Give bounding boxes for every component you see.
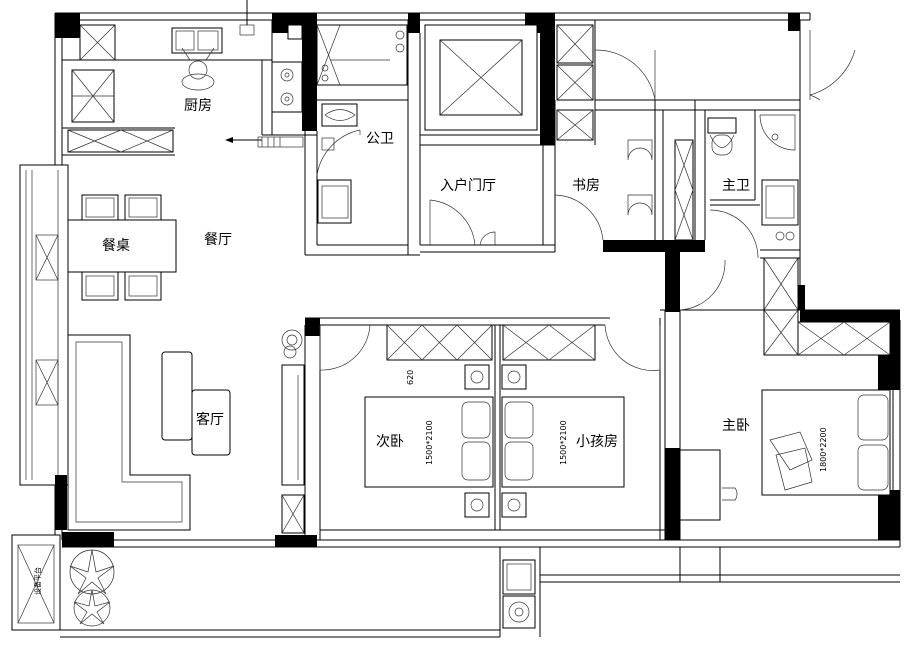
room-labels: 厨房 公卫 入户门厅 书房 主卫 餐厅 餐桌 客厅 次卧 小孩房 主卧 设备平台: [33, 98, 750, 595]
master-closet: [763, 257, 891, 356]
public-bath-fixtures: [316, 24, 408, 224]
dining-set: [35, 194, 177, 406]
label-child-room: 小孩房: [576, 434, 618, 450]
label-dining-room: 餐厅: [204, 232, 232, 248]
living-furniture: [67, 329, 305, 534]
structural-columns: [55, 13, 900, 547]
label-equipment-platform: 设备平台: [33, 567, 42, 595]
master-bedroom-furniture: [679, 389, 891, 521]
label-kitchen: 厨房: [184, 98, 212, 114]
label-living-room: 客厅: [196, 411, 224, 428]
dim-child-bed: 1500*2100: [559, 420, 568, 465]
dim-second-bed: 1500*2100: [425, 420, 434, 465]
doors: [316, 30, 856, 371]
label-dining-table: 餐桌: [102, 238, 130, 254]
dim-master-bed: 1800*2200: [819, 427, 828, 472]
child-room-furniture: [501, 324, 625, 518]
label-second-bedroom: 次卧: [376, 434, 404, 450]
label-entrance-hall: 入户门厅: [440, 177, 496, 194]
kitchen-fixtures: [67, 0, 304, 153]
second-bedroom-furniture: [364, 324, 494, 518]
label-master-bedroom: 主卧: [722, 418, 750, 434]
label-master-bath: 主卫: [722, 178, 750, 194]
label-study: 书房: [572, 178, 600, 194]
balcony: [11, 534, 900, 638]
dim-wardrobe-depth: 620: [406, 370, 415, 385]
elevator: [424, 24, 538, 131]
dimension-labels: 620 1500*2100 1500*2100 1800*2200: [406, 370, 828, 472]
study-cabinets: [556, 24, 694, 241]
label-public-bath: 公卫: [366, 131, 394, 147]
master-bath-fixtures: [707, 114, 799, 241]
